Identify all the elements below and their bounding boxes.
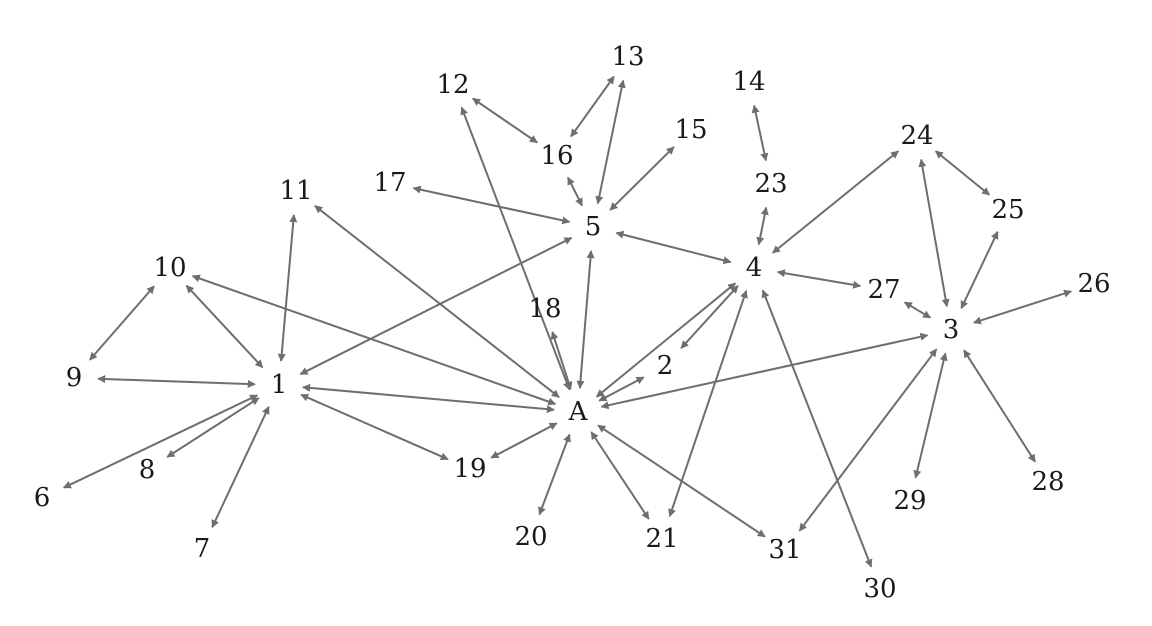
edge-1-19	[300, 393, 449, 461]
edge-4-30	[761, 289, 873, 568]
edge-17-5	[412, 185, 571, 225]
edge-7-1	[211, 405, 270, 529]
edge-10-1	[185, 284, 264, 369]
edge-26-3	[973, 289, 1072, 325]
node-23: 23	[754, 169, 787, 199]
node-6: 6	[34, 483, 51, 513]
node-13: 13	[611, 42, 644, 72]
node-7: 7	[194, 534, 211, 564]
edge-13-5	[595, 79, 626, 205]
edge-15-5	[609, 146, 675, 211]
node-25: 25	[991, 195, 1024, 225]
node-26: 26	[1077, 269, 1110, 299]
edge-16-5	[567, 176, 583, 207]
edge-11-A	[314, 205, 560, 398]
node-19: 19	[453, 454, 486, 484]
node-18: 18	[528, 294, 561, 324]
node-21: 21	[645, 524, 678, 554]
edge-14-23	[751, 104, 769, 162]
node-24: 24	[900, 121, 933, 151]
edge-31-A	[597, 424, 766, 538]
node-9: 9	[66, 363, 83, 393]
node-29: 29	[893, 486, 926, 516]
node-2: 2	[657, 351, 674, 381]
node-14: 14	[732, 67, 765, 97]
edge-24-3	[918, 158, 950, 308]
edge-9-10	[89, 285, 155, 361]
edge-19-A	[490, 422, 558, 459]
edge-5-A	[576, 250, 595, 389]
node-8: 8	[139, 455, 156, 485]
node-28: 28	[1031, 467, 1064, 497]
node-15: 15	[674, 115, 707, 145]
node-16: 16	[540, 141, 573, 171]
node-20: 20	[514, 522, 547, 552]
edge-5-4	[615, 230, 732, 265]
edge-9-1	[97, 375, 256, 388]
edge-24-4	[772, 150, 899, 254]
edge-18-A	[550, 331, 573, 390]
edge-11-1	[277, 214, 298, 362]
node-10: 10	[153, 253, 186, 283]
edge-2-A	[598, 376, 645, 402]
node-27: 27	[867, 275, 900, 305]
edge-4-21	[668, 289, 748, 518]
edge-6-1	[62, 394, 259, 489]
edge-4-27	[776, 269, 862, 289]
node-3: 3	[943, 315, 960, 345]
node-A: A	[568, 397, 589, 427]
node-4: 4	[746, 253, 763, 283]
edge-3-A	[600, 332, 929, 410]
edge-16-13	[570, 75, 615, 138]
node-12: 12	[436, 70, 469, 100]
edge-3-29	[913, 352, 948, 479]
node-1: 1	[271, 370, 288, 400]
node-31: 31	[768, 535, 801, 565]
edge-24-25	[934, 150, 991, 196]
node-17: 17	[373, 168, 406, 198]
edge-12-16	[472, 97, 538, 144]
edge-21-A	[590, 431, 650, 520]
node-11: 11	[279, 176, 312, 206]
edge-3-28	[963, 349, 1036, 463]
node-5: 5	[585, 212, 602, 242]
edge-23-4	[756, 206, 769, 246]
edges-layer	[62, 75, 1072, 568]
edge-25-3	[960, 230, 999, 310]
edge-20-A	[538, 433, 571, 516]
edge-27-3	[903, 301, 932, 319]
edge-8-1	[166, 397, 260, 458]
node-30: 30	[863, 574, 896, 604]
